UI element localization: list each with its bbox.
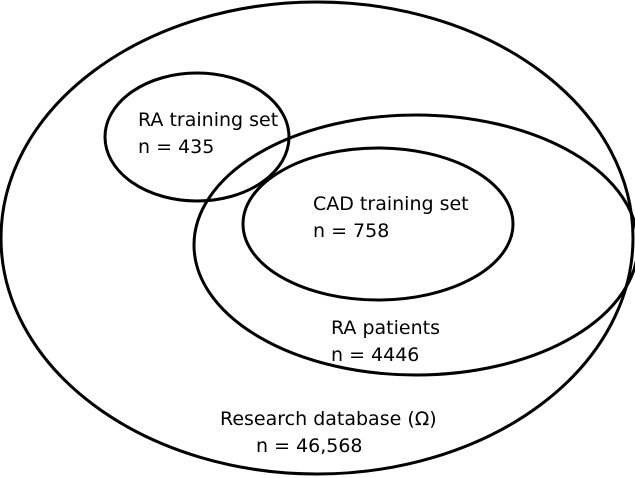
ra-training-set-label: RA training set <box>138 109 278 131</box>
research-database-label: Research database (Ω) <box>220 408 437 430</box>
ra-training-set-count: n = 435 <box>138 136 214 158</box>
ra-training-set-ellipse <box>103 71 291 203</box>
ra-patients-label: RA patients <box>331 317 440 339</box>
research-database-count: n = 46,568 <box>256 435 363 457</box>
cad-training-set-count: n = 758 <box>313 220 389 242</box>
cad-training-set-ellipse <box>241 146 515 302</box>
cad-training-set-label: CAD training set <box>313 193 469 215</box>
ra-patients-ellipse <box>192 113 635 377</box>
ra-patients-count: n = 4446 <box>331 344 419 366</box>
